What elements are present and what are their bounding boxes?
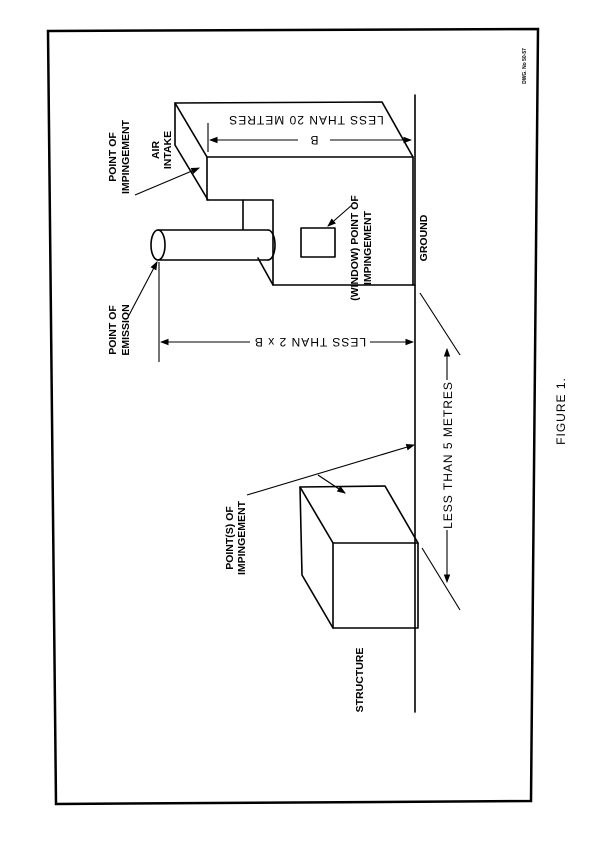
roof-impingement-arrow [134, 167, 201, 196]
page-border [46, 27, 540, 806]
window-impingement-label: (WINDOW) POINT OF [349, 195, 361, 301]
window-impingement-label-2: IMPINGEMENT [362, 210, 374, 285]
drawing-number: DWG. No 50-57 [522, 48, 528, 84]
emission-label-2: EMISSION [120, 304, 132, 355]
structure-distance-label: LESS THAN 5 METRES [441, 381, 455, 529]
dimension-5m [419, 292, 461, 611]
stack-distance-label: LESS THAN 2 x B [254, 335, 366, 349]
structure-impingement-label: POINT(S) OF [224, 506, 236, 570]
roof-impingement-label: POINT OF [107, 132, 119, 182]
air-intake-label: AIR [150, 141, 162, 160]
structure-roof-arrow [317, 474, 346, 494]
structure-label: STRUCTURE [354, 648, 366, 713]
ground-label: GROUND [418, 214, 430, 261]
stack [150, 229, 276, 261]
figure-caption: FIGURE 1. [554, 377, 568, 445]
emission-label: POINT OF [107, 305, 119, 355]
building-height-symbol: B [309, 133, 318, 147]
roof-impingement-label-2: IMPINGEMENT [120, 119, 132, 194]
window [300, 227, 336, 258]
building-height-limit-label: LESS THAN 20 METRES [228, 113, 384, 127]
air-intake-label-2: INTAKE [162, 131, 174, 169]
emission-arrow [127, 261, 158, 318]
structure-impingement-arrow [246, 444, 416, 496]
structure-box [299, 485, 419, 629]
dimension-b [207, 123, 413, 152]
building [174, 101, 416, 286]
dimension-2xb [158, 262, 415, 362]
window-arrow [327, 204, 353, 227]
structure-impingement-label-2: IMPINGEMENT [236, 500, 248, 575]
